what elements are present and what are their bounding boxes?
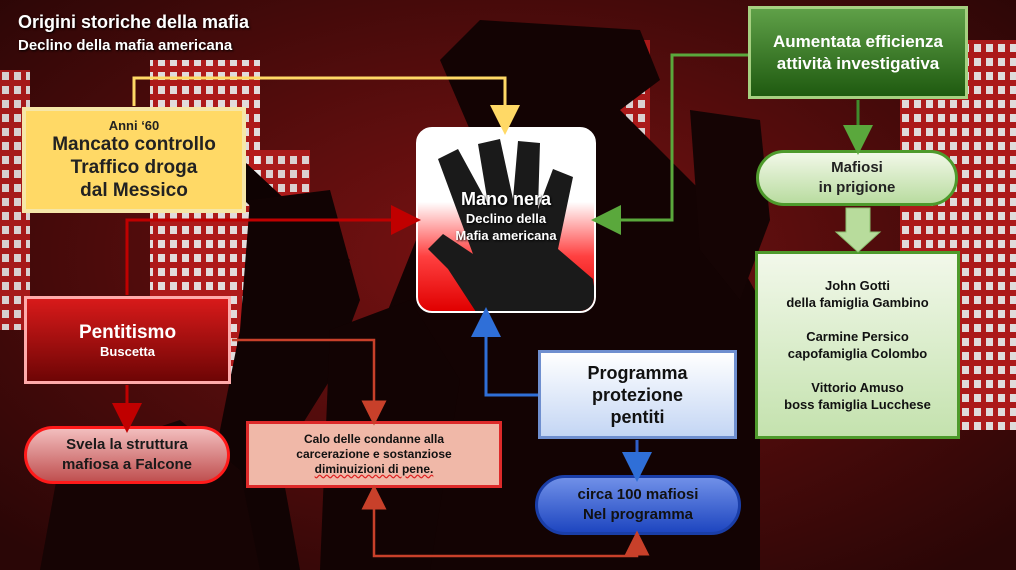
svela-struttura-box: Svela la struttura mafiosa a Falcone	[24, 426, 230, 484]
aumentata-line-1: Aumentata efficienza	[772, 31, 944, 51]
svela-line-2: mafiosa a Falcone	[61, 456, 193, 473]
mano-line-1: Declino della	[465, 211, 547, 226]
boss-amuso-family: boss famiglia Lucchese	[784, 397, 931, 412]
anni-60-box: Anni ‘60 Mancato controllo Traffico drog…	[22, 107, 246, 213]
svela-line-1: Svela la struttura	[66, 436, 188, 453]
anni-line-1: Mancato controllo	[52, 134, 216, 155]
anni-line-3: dal Messico	[80, 180, 188, 201]
boss-gotti-family: della famiglia Gambino	[786, 295, 929, 310]
circa-100-box: circa 100 mafiosi Nel programma	[535, 475, 741, 535]
boss-gotti-name: John Gotti	[825, 278, 890, 293]
calo-line-3: diminuizioni di pene.	[314, 462, 434, 476]
mafiosi-prigione-box: Mafiosi in prigione	[756, 150, 958, 206]
mafiosi-line-2: in prigione	[818, 179, 896, 196]
boss-amuso: Vittorio Amuso boss famiglia Lucchese	[784, 379, 931, 413]
boss-persico: Carmine Persico capofamiglia Colombo	[788, 328, 927, 362]
pentitismo-sub: Buscetta	[100, 343, 155, 359]
boss-amuso-name: Vittorio Amuso	[811, 380, 904, 395]
calo-condanne-box: Calo delle condanne alla carcerazione e …	[246, 421, 502, 488]
mano-line-2: Mafia americana	[455, 228, 557, 243]
calo-line-1: Calo delle condanne alla	[303, 432, 445, 446]
circa-line-1: circa 100 mafiosi	[577, 486, 699, 503]
boss-persico-family: capofamiglia Colombo	[787, 346, 928, 361]
mafiosi-line-1: Mafiosi	[831, 159, 883, 176]
anni-label: Anni ‘60	[108, 118, 160, 133]
aumentata-line-2: attività investigativa	[776, 53, 940, 73]
pentitismo-title: Pentitismo	[78, 321, 177, 343]
circa-line-2: Nel programma	[582, 506, 694, 523]
imprisoned-bosses-box: John Gotti della famiglia Gambino Carmine…	[755, 251, 960, 439]
mano-nera-box: Mano nera Declino della Mafia americana	[416, 127, 596, 313]
programma-line-3: pentiti	[610, 406, 665, 427]
mano-title: Mano nera	[460, 189, 552, 209]
boss-persico-name: Carmine Persico	[806, 329, 909, 344]
aumentata-efficienza-box: Aumentata efficienza attività investigat…	[748, 6, 968, 99]
programma-line-1: Programma	[587, 362, 688, 383]
page-subtitle: Declino della mafia americana	[18, 37, 233, 54]
programma-line-2: protezione	[591, 384, 683, 405]
mano-text: Mano nera Declino della Mafia americana	[418, 189, 594, 244]
anni-line-2: Traffico droga	[70, 157, 198, 178]
page-title: Origini storiche della mafia	[18, 12, 250, 32]
pentitismo-box: Pentitismo Buscetta	[24, 296, 231, 384]
calo-line-2: carcerazione e sostanziose	[296, 447, 452, 461]
boss-gotti: John Gotti della famiglia Gambino	[786, 277, 928, 311]
hand-icon	[428, 139, 594, 311]
programma-protezione-box: Programma protezione pentiti	[538, 350, 737, 439]
